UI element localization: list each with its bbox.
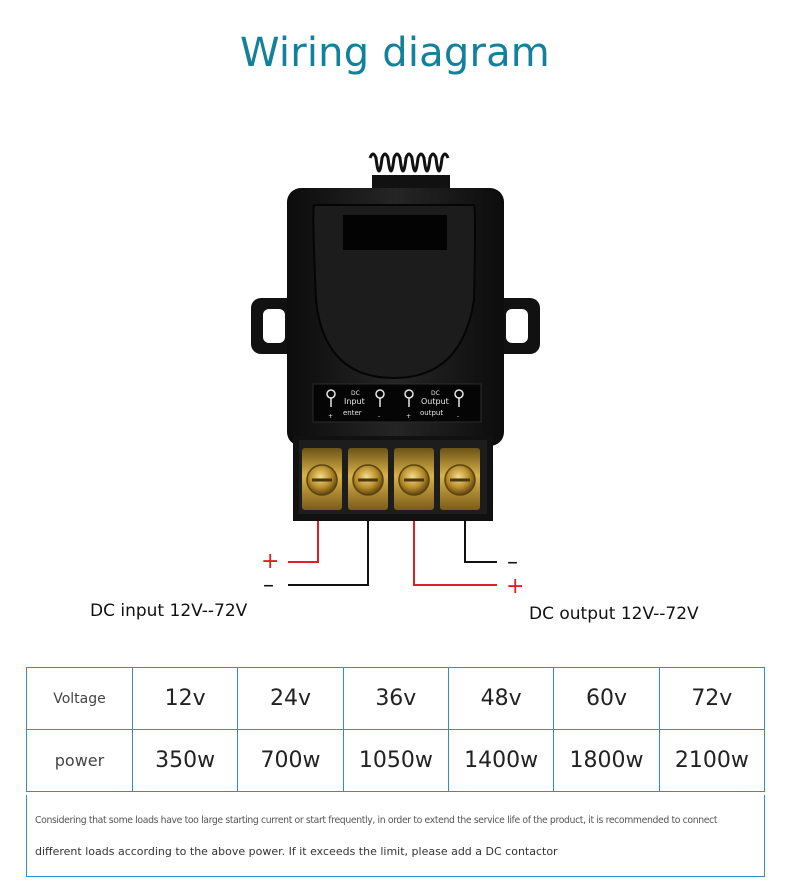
input-plus-sign: +: [261, 549, 280, 574]
input-dc-text: DC: [351, 390, 360, 397]
output-plus-sign: +: [506, 574, 525, 599]
voltage-cell: 12v: [131, 667, 239, 730]
power-cell: 350w: [131, 729, 239, 792]
power-cell: 1050w: [342, 729, 449, 792]
dc-output-label: DC output 12V--72V: [529, 604, 699, 624]
power-row-header: power: [26, 729, 133, 792]
terminal-1: [302, 448, 342, 510]
terminal-2: [348, 448, 388, 510]
note-line-1: Considering that some loads have too lar…: [35, 815, 718, 826]
voltage-cell: 24v: [237, 667, 344, 730]
terminal-3: [394, 448, 434, 510]
usage-note: Considering that some loads have too lar…: [26, 795, 765, 877]
polarity-mark-2: -: [378, 413, 380, 420]
power-row: power 350w 700w 1050w 1400w 1800w 2100w: [26, 729, 766, 792]
wire-input-positive: [288, 521, 319, 563]
voltage-cell: 60v: [553, 667, 660, 730]
pin-mark-4: [454, 389, 464, 407]
note-line-2: different loads according to the above p…: [35, 845, 558, 858]
output-small-text: output: [420, 409, 443, 417]
input-text: Input: [344, 397, 365, 406]
page-title: Wiring diagram: [240, 30, 550, 76]
dc-input-label: DC input 12V--72V: [90, 601, 248, 621]
terminal-label-strip: [312, 383, 482, 423]
voltage-row-header: Voltage: [26, 667, 133, 730]
power-cell: 1800w: [553, 729, 660, 792]
pin-mark-3: [404, 389, 414, 407]
terminal-4: [440, 448, 480, 510]
voltage-cell: 72v: [658, 667, 766, 730]
wire-output-negative: [464, 521, 497, 563]
voltage-cell: 36v: [342, 667, 449, 730]
voltage-cell: 48v: [447, 667, 555, 730]
polarity-mark-1: +: [328, 413, 333, 420]
pin-mark-1: [326, 389, 336, 407]
label-window: [343, 215, 447, 250]
antenna-coil: [368, 152, 450, 189]
input-minus-sign: –: [263, 573, 274, 598]
power-cell: 2100w: [658, 729, 766, 792]
wire-output-positive: [413, 521, 497, 586]
output-text: Output: [421, 397, 449, 406]
power-cell: 1400w: [447, 729, 555, 792]
output-dc-text: DC: [431, 390, 440, 397]
voltage-row: Voltage 12v 24v 36v 48v 60v 72v: [26, 667, 766, 730]
relay-module-illustration: DC Input enter DC Output output + - + -: [251, 152, 540, 586]
polarity-mark-4: -: [457, 413, 459, 420]
enter-text: enter: [343, 409, 362, 417]
polarity-mark-3: +: [406, 413, 411, 420]
wire-input-negative: [288, 521, 369, 586]
pin-mark-2: [375, 389, 385, 407]
spec-table: Voltage 12v 24v 36v 48v 60v 72v power 35…: [26, 667, 766, 792]
power-cell: 700w: [237, 729, 344, 792]
output-minus-sign: –: [507, 550, 518, 575]
